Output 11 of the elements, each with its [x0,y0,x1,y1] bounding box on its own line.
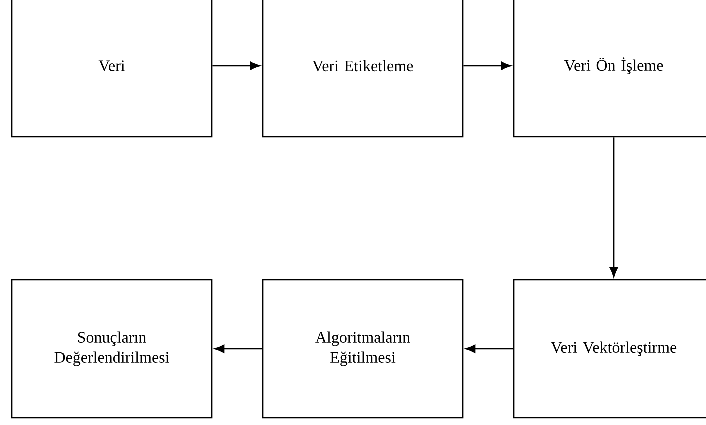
arrow [466,344,514,354]
process-box: Veri Etiketleme [262,0,464,138]
arrow [214,344,262,354]
process-box: Sonuçların Değerlendirilmesi [11,279,213,419]
process-box: Veri [11,0,213,138]
arrow [212,62,260,70]
process-box: Veri Ön İşleme [513,0,706,138]
process-box: Algoritmaların Eğitilmesi [262,279,464,419]
arrow [464,62,512,70]
process-box: Veri Vektörleştirme [513,279,706,419]
arrow [610,138,618,278]
